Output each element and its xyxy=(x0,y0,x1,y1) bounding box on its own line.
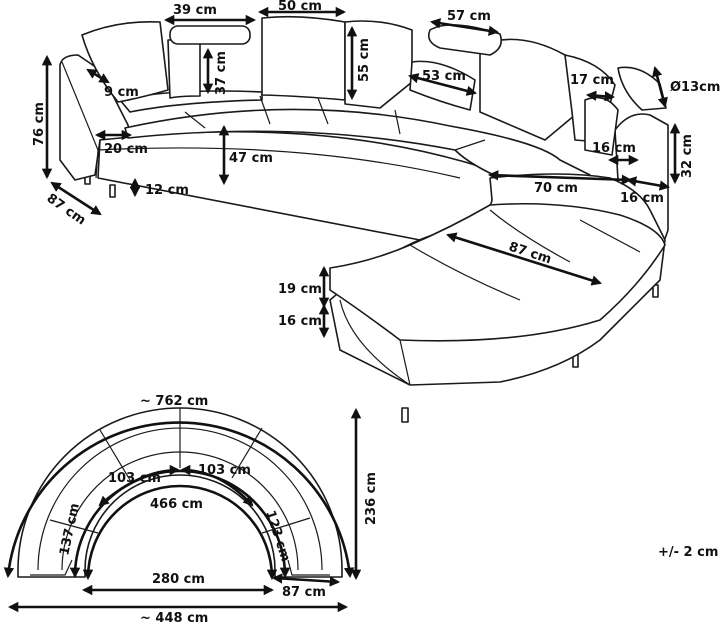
bolster-roll xyxy=(617,66,667,111)
dim-end-arm-width: 16 cm xyxy=(620,191,664,206)
headrest-left xyxy=(169,25,251,45)
plan-outer-arc: ~ 762 cm xyxy=(140,394,208,409)
dim-chaise-base-height: 16 cm xyxy=(278,314,322,329)
dim-total-height: 76 cm xyxy=(32,102,47,146)
dim-pillow-height: 37 cm xyxy=(214,51,229,95)
throw-pillow-mid xyxy=(167,39,201,99)
plan-section-left: 103 cm xyxy=(108,471,161,486)
seat-cushions xyxy=(124,108,591,181)
back-cushion-4 xyxy=(479,38,576,141)
dim-end-seat-width: 16 cm xyxy=(592,141,636,156)
dim-end-back-width: 17 cm xyxy=(570,73,614,88)
dim-bolster-diameter: Ø13cm xyxy=(670,80,720,95)
dim-back-cushion-width: 50 cm xyxy=(278,0,322,14)
dim-back-cushion-height: 55 cm xyxy=(357,38,372,82)
plan-dimension-arrows xyxy=(3,407,362,613)
dim-end-height: 32 cm xyxy=(680,134,695,178)
plan-total-width: ~ 448 cm xyxy=(140,611,208,623)
plan-inner-width: 280 cm xyxy=(152,572,205,587)
dim-pillow-width: 39 cm xyxy=(173,3,217,18)
left-armrest xyxy=(59,54,131,181)
dim-seat-depth: 70 cm xyxy=(534,181,578,196)
tolerance-note: +/- 2 cm xyxy=(658,545,718,560)
back-cushion-2 xyxy=(261,15,346,101)
dim-headrest-width: 57 cm xyxy=(447,9,491,24)
dim-headrest-depth: 53 cm xyxy=(422,69,466,84)
plan-inner-arc: 466 cm xyxy=(150,497,203,512)
plan-total-depth: 236 cm xyxy=(364,472,379,525)
headrest-right xyxy=(427,24,503,56)
sofa-dimension-labels: 39 cm 50 cm 57 cm 37 cm 55 cm 53 cm 76 c… xyxy=(32,0,720,329)
dim-seat-height: 47 cm xyxy=(229,151,273,166)
sofa-dimension-arrows xyxy=(41,6,681,339)
dim-depth: 87 cm xyxy=(44,191,89,228)
plan-section-right: 103 cm xyxy=(198,463,251,478)
dim-leg-height: 12 cm xyxy=(145,183,189,198)
plan-end-depth: 87 cm xyxy=(282,585,326,600)
back-cushion-3 xyxy=(344,20,413,109)
dim-armrest-width: 9 cm xyxy=(104,85,139,100)
dim-chaise-cushion-height: 19 cm xyxy=(278,282,322,297)
dim-armrest-depth: 20 cm xyxy=(104,142,148,157)
